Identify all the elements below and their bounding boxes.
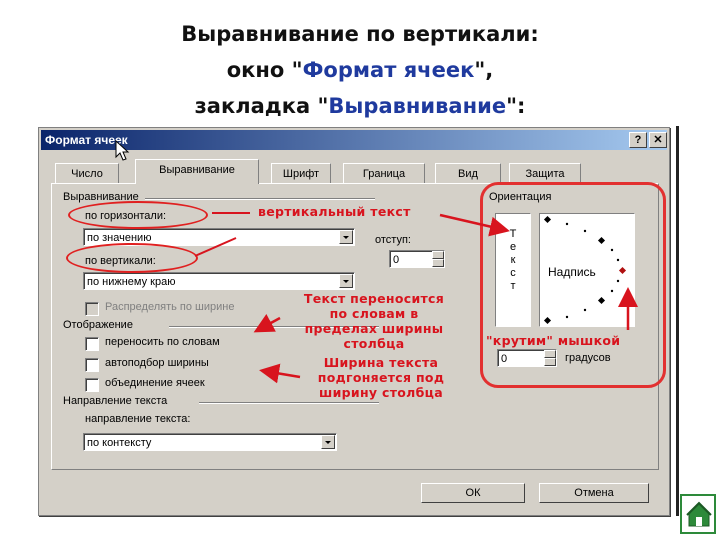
degrees-up-button[interactable] — [544, 350, 556, 358]
horizontal-select[interactable]: по значению — [83, 228, 355, 246]
slide-title-line2: окно "Формат ячеек", — [0, 57, 720, 84]
close-button[interactable]: ✕ — [649, 132, 667, 148]
merge-label: объединение ячеек — [105, 377, 205, 389]
distribute-label: Распределять по ширине — [105, 301, 235, 313]
arrow-wrap — [253, 314, 281, 333]
title2-post: ", — [474, 58, 494, 82]
vertical-letter: т — [510, 280, 516, 292]
vertical-highlight-ellipse — [66, 243, 198, 273]
direction-group-label: Направление текста — [63, 395, 168, 407]
annotation-rotate: "крутим" мышкой — [486, 333, 621, 348]
annotation-autofit: Ширина текста подгоняется под ширину сто… — [317, 355, 445, 400]
help-button[interactable]: ? — [629, 132, 647, 148]
dialog-titlebar[interactable]: Формат ячеек — [41, 130, 667, 150]
orientation-dial[interactable]: Надпись — [539, 213, 635, 327]
degrees-label: градусов — [565, 352, 611, 364]
chevron-down-icon[interactable] — [339, 274, 353, 288]
indent-down-button[interactable] — [432, 259, 444, 267]
slide-title-line1: Выравнивание по вертикали: — [181, 22, 539, 46]
orientation-group-label: Ориентация — [489, 191, 552, 203]
tab-number[interactable]: Число — [55, 163, 119, 184]
tab-alignment[interactable]: Выравнивание — [135, 159, 259, 184]
vertical-letter: е — [509, 241, 517, 253]
degrees-down-button[interactable] — [544, 358, 556, 366]
degrees-value: 0 — [501, 353, 508, 365]
orientation-highlight-frame — [480, 182, 666, 388]
title3-highlight: Выравнивание — [328, 94, 507, 118]
orientation-text-label: Надпись — [548, 265, 596, 279]
annotation-wrap: Текст переносится по словам в пределах ш… — [303, 291, 445, 351]
autofit-checkbox[interactable] — [85, 358, 99, 372]
alignment-group-label: Выравнивание — [63, 191, 139, 203]
tab-view[interactable]: Вид — [435, 163, 501, 184]
indent-value: 0 — [393, 254, 400, 266]
slide-title-line3: закладка "Выравнивание": — [0, 93, 720, 120]
tab-border[interactable]: Граница — [343, 163, 425, 184]
direction-select[interactable]: по контексту — [83, 433, 337, 451]
mouse-cursor-icon — [115, 140, 130, 161]
format-cells-dialog: Формат ячеек ? ✕ Число Выравнивание Шриф… — [38, 127, 670, 516]
indent-input[interactable]: 0 — [389, 250, 445, 268]
display-group-label: Отображение — [63, 319, 133, 331]
dialog-title: Формат ячеек — [45, 133, 128, 147]
orientation-dial-dots-icon — [543, 215, 627, 325]
alignment-group-line — [145, 198, 375, 200]
indent-up-button[interactable] — [432, 251, 444, 259]
chevron-down-icon[interactable] — [339, 230, 353, 244]
vertical-text-box[interactable]: Т е к с т — [495, 213, 531, 327]
slide-side-bar — [676, 126, 679, 516]
indent-label: отступ: — [375, 234, 411, 246]
arrow-vertical-text — [439, 213, 510, 237]
chevron-down-icon[interactable] — [321, 435, 335, 449]
wrap-checkbox[interactable] — [85, 337, 99, 351]
vertical-letter: к — [510, 254, 516, 266]
tab-protection[interactable]: Защита — [509, 163, 581, 184]
distribute-checkbox[interactable] — [85, 302, 99, 316]
merge-checkbox[interactable] — [85, 378, 99, 392]
vertical-value: по нижнему краю — [87, 276, 176, 288]
title3-pre: закладка " — [194, 94, 329, 118]
vertical-letter: Т — [509, 228, 517, 240]
tab-panel — [51, 183, 659, 470]
annotation-vertical-text: вертикальный текст — [258, 204, 411, 219]
direction-field-label: направление текста: — [85, 413, 191, 425]
title3-post: ": — [506, 94, 526, 118]
direction-group-line — [199, 402, 379, 404]
horizontal-highlight-ellipse — [68, 201, 208, 229]
direction-value: по контексту — [87, 437, 152, 449]
arrow-vertical-line — [194, 237, 237, 257]
title2-highlight: Формат ячеек — [302, 58, 475, 82]
horizontal-value: по значению — [87, 232, 152, 244]
vertical-letter: с — [510, 267, 516, 279]
home-nav-button[interactable] — [680, 494, 716, 534]
title2-pre: окно " — [226, 58, 303, 82]
vertical-select[interactable]: по нижнему краю — [83, 272, 355, 290]
wrap-label: переносить по словам — [105, 336, 220, 348]
ok-button[interactable]: ОК — [421, 483, 525, 503]
tab-font[interactable]: Шрифт — [271, 163, 331, 184]
cancel-button[interactable]: Отмена — [539, 483, 649, 503]
arrow-autofit — [259, 363, 301, 384]
home-icon — [686, 501, 712, 527]
autofit-label: автоподбор ширины — [105, 357, 209, 369]
degrees-input[interactable]: 0 — [497, 349, 557, 367]
